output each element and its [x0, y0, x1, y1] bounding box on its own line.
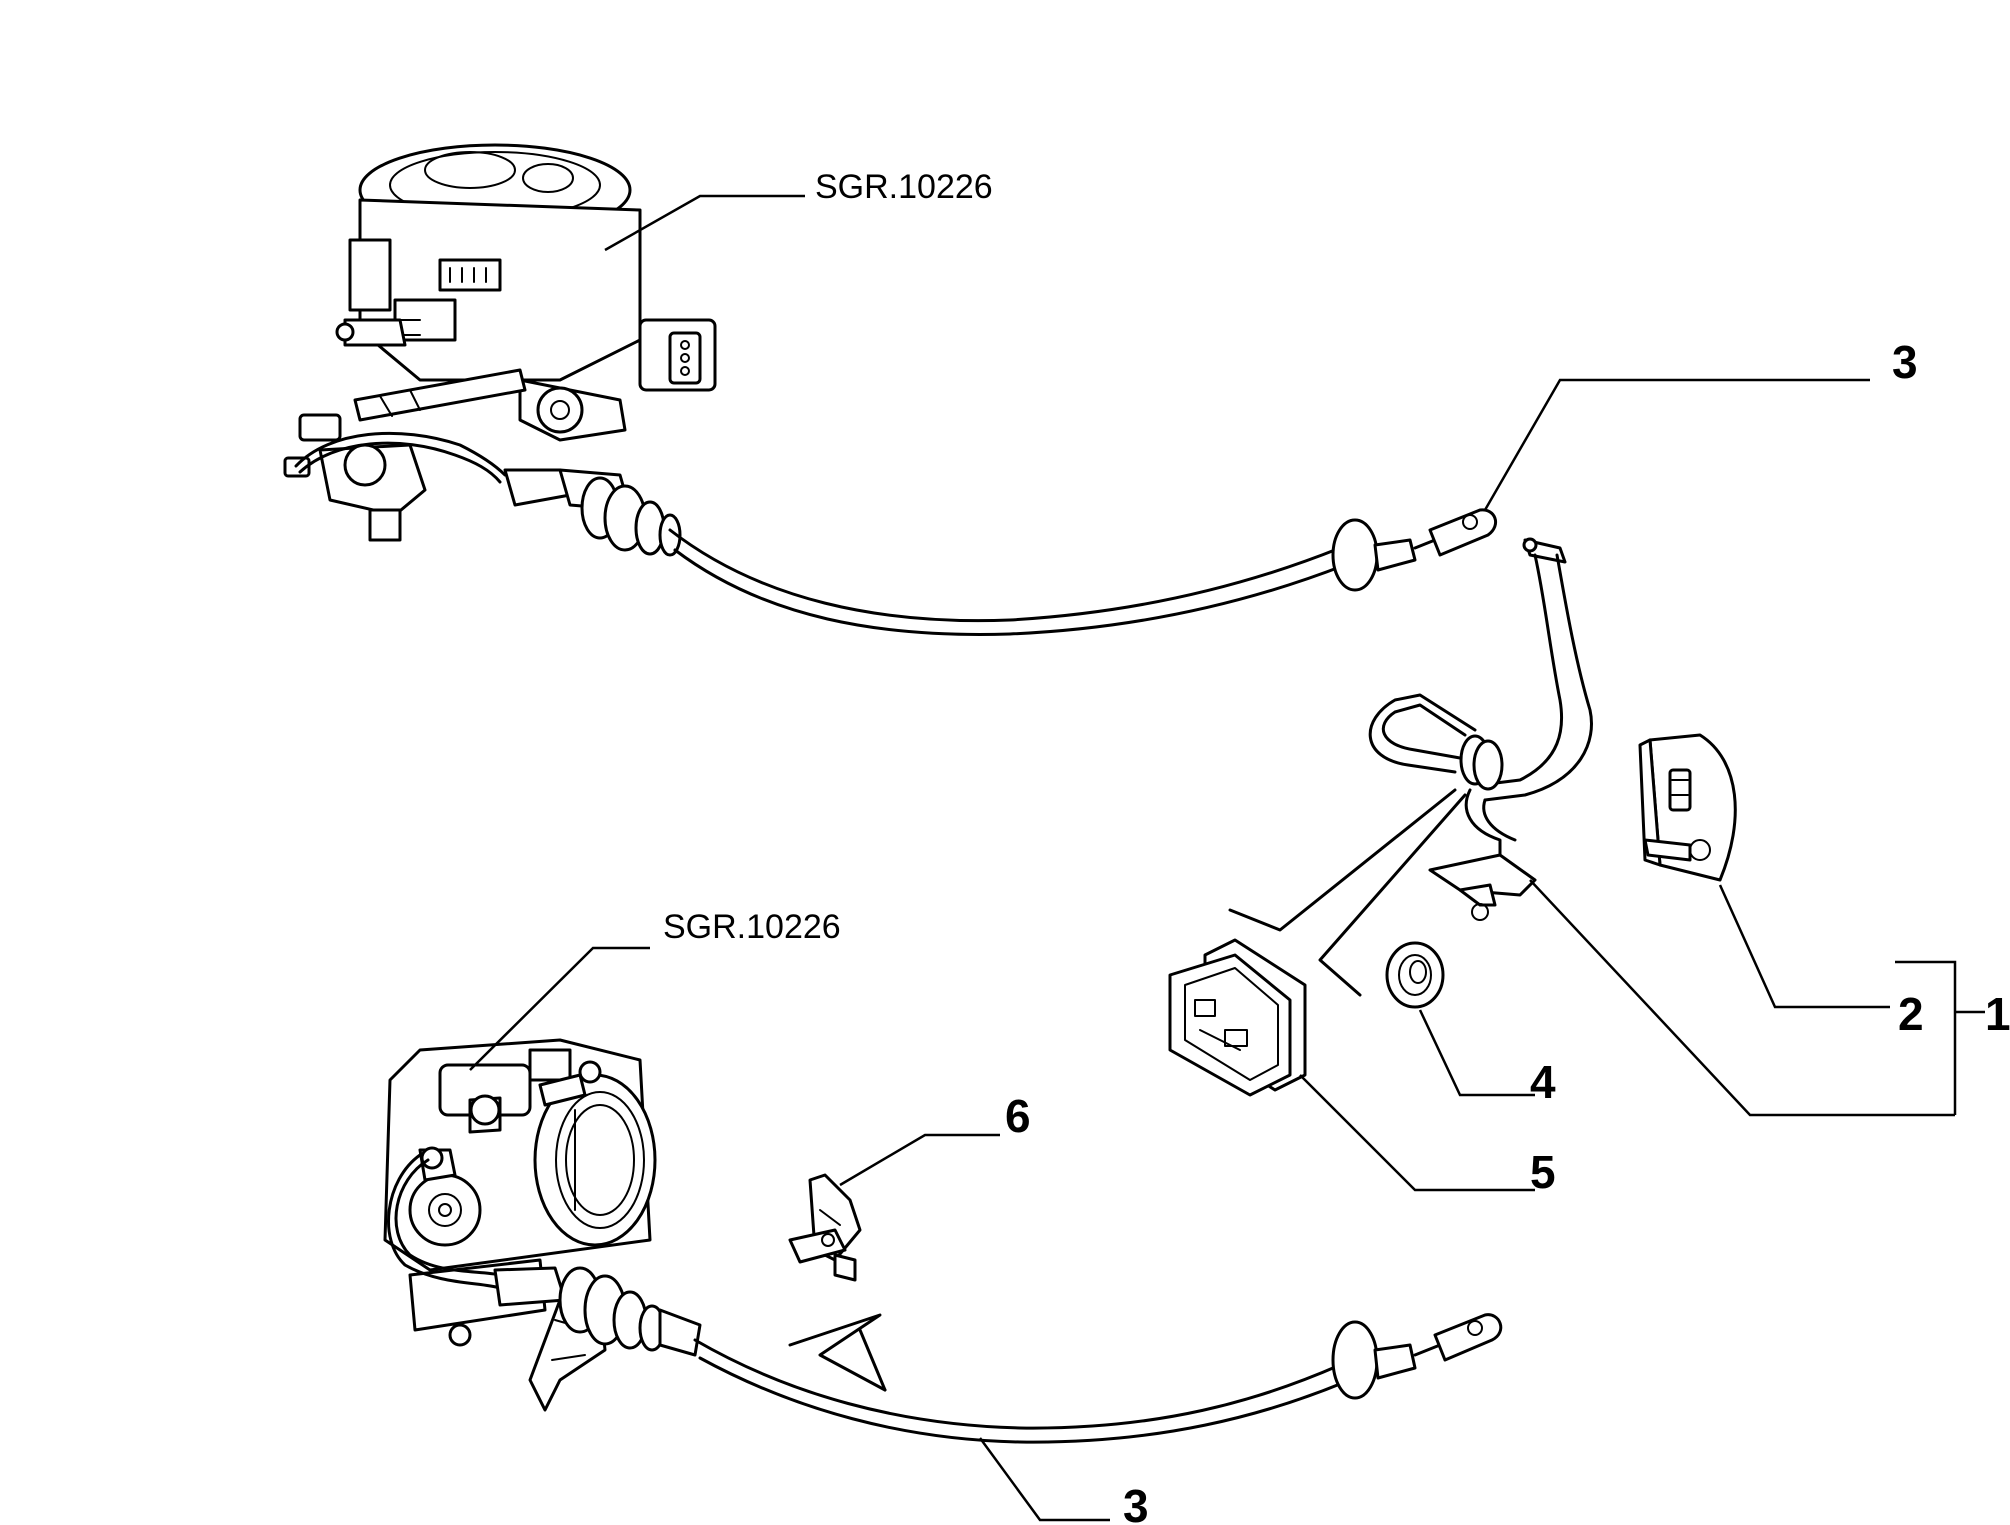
callout-3-upper: 3 [1892, 336, 1918, 388]
callout-6: 6 [1005, 1090, 1031, 1142]
stop-pad-part-5 [1168, 938, 1307, 1097]
callout-3-lower: 3 [1123, 1480, 1149, 1525]
accelerator-pedal-lever [1368, 537, 1593, 921]
callout-2: 2 [1898, 988, 1924, 1040]
pedal-pad-part-2 [1638, 733, 1737, 882]
upper-accelerator-cable [294, 431, 1498, 636]
cable-clip-part-6 [788, 1173, 862, 1282]
lower-reference-label: SGR.10226 [663, 908, 841, 946]
clip-guide-lines [788, 1313, 887, 1392]
lower-accelerator-cable [387, 1153, 1503, 1444]
callout-5: 5 [1530, 1146, 1556, 1198]
upper-throttle-body [283, 143, 717, 542]
bushing-part-4 [1385, 941, 1445, 1009]
assembly-guide-lines [1228, 788, 1467, 997]
upper-reference-label: SGR.10226 [815, 168, 993, 206]
callout-1: 1 [1985, 988, 2010, 1040]
leader-lines [469, 194, 1985, 1522]
lower-throttle-body [383, 1038, 657, 1412]
callout-4: 4 [1530, 1056, 1556, 1108]
